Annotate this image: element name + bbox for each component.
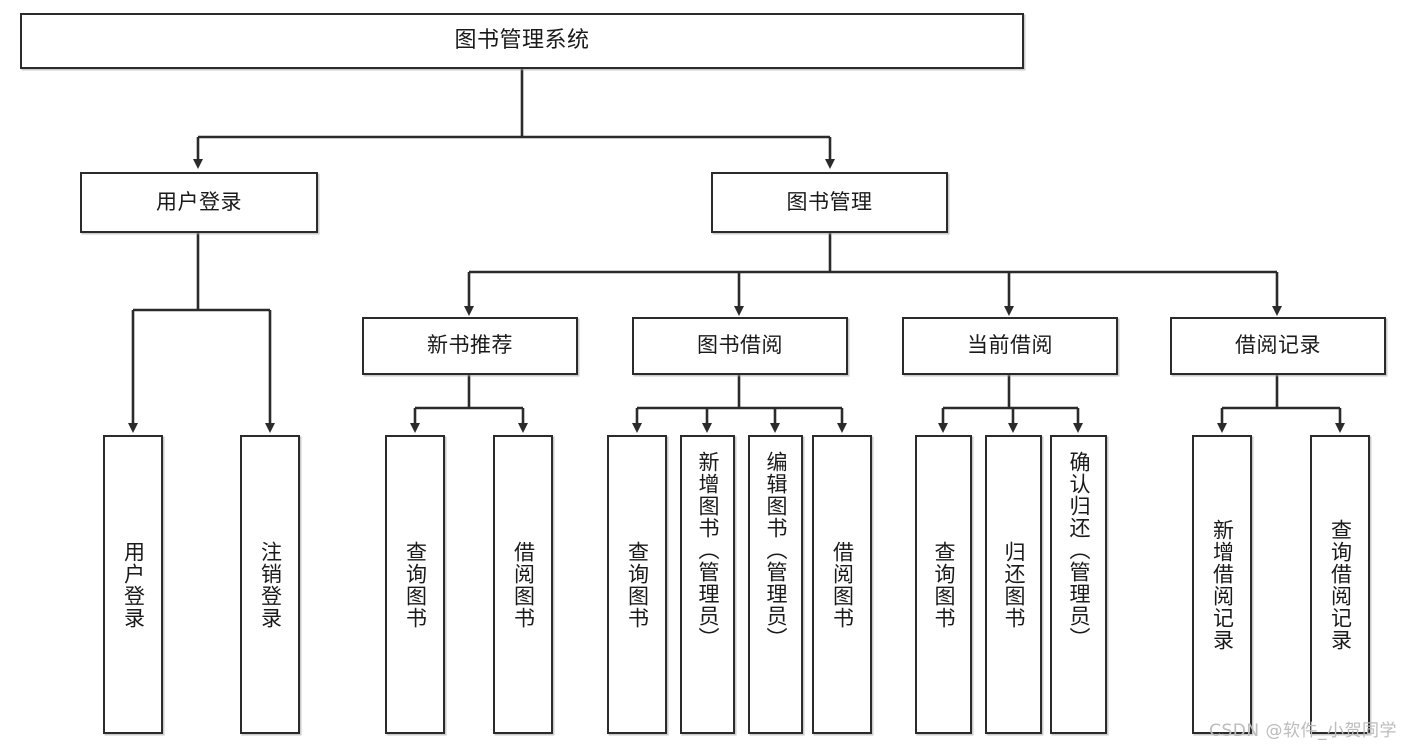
node-book-borrow[interactable]: 图书借阅	[632, 317, 848, 375]
leaf-return-book[interactable]: 归还图书	[985, 435, 1042, 734]
node-label: 新增借阅记录	[1210, 518, 1235, 651]
node-label: 查询图书	[625, 540, 650, 629]
node-label: 图书管理系统	[454, 27, 590, 53]
node-current-borrow[interactable]: 当前借阅	[902, 317, 1118, 375]
leaf-query-book-borrow[interactable]: 查询图书	[607, 435, 667, 734]
node-label: 借阅图书	[511, 540, 536, 629]
node-label: 当前借阅	[967, 333, 1053, 358]
node-label: 新书推荐	[427, 333, 513, 358]
node-borrow-record[interactable]: 借阅记录	[1170, 317, 1386, 375]
node-label: 图书借阅	[697, 333, 783, 358]
node-label: 图书管理	[786, 189, 873, 214]
csdn-watermark: CSDN @软件_小贺同学	[1209, 721, 1397, 741]
node-label: 注销登录	[258, 540, 283, 629]
node-label: 查询图书	[931, 540, 956, 629]
leaf-logout-login[interactable]: 注销登录	[240, 435, 300, 734]
node-label: 编辑图书（管理员）	[763, 451, 788, 649]
node-new-book-recommend[interactable]: 新书推荐	[362, 317, 578, 375]
leaf-add-book-admin[interactable]: 新增图书（管理员）	[680, 435, 735, 734]
node-label: 确认归还（管理员）	[1066, 451, 1091, 649]
leaf-user-login[interactable]: 用户登录	[103, 435, 163, 734]
node-user-login[interactable]: 用户登录	[80, 172, 318, 233]
leaf-query-book-recommend[interactable]: 查询图书	[385, 435, 445, 734]
leaf-edit-book-admin[interactable]: 编辑图书（管理员）	[748, 435, 803, 734]
leaf-borrow-book[interactable]: 借阅图书	[812, 435, 872, 734]
node-label: 新增图书（管理员）	[695, 451, 720, 649]
node-label: 用户登录	[156, 189, 242, 214]
node-root-book-management-system[interactable]: 图书管理系统	[20, 13, 1024, 69]
leaf-add-borrow-record[interactable]: 新增借阅记录	[1192, 435, 1252, 734]
leaf-borrow-book-recommend[interactable]: 借阅图书	[493, 435, 553, 734]
leaf-confirm-return-admin[interactable]: 确认归还（管理员）	[1050, 435, 1107, 734]
node-label: 借阅记录	[1235, 333, 1321, 358]
node-label: 查询借阅记录	[1328, 518, 1353, 651]
node-label: 查询图书	[403, 540, 428, 629]
node-book-management[interactable]: 图书管理	[711, 172, 948, 233]
node-label: 借阅图书	[830, 540, 855, 629]
node-label: 归还图书	[1001, 540, 1026, 629]
leaf-query-book-current[interactable]: 查询图书	[915, 435, 972, 734]
node-label: 用户登录	[121, 540, 146, 629]
leaf-query-borrow-record[interactable]: 查询借阅记录	[1310, 435, 1370, 734]
